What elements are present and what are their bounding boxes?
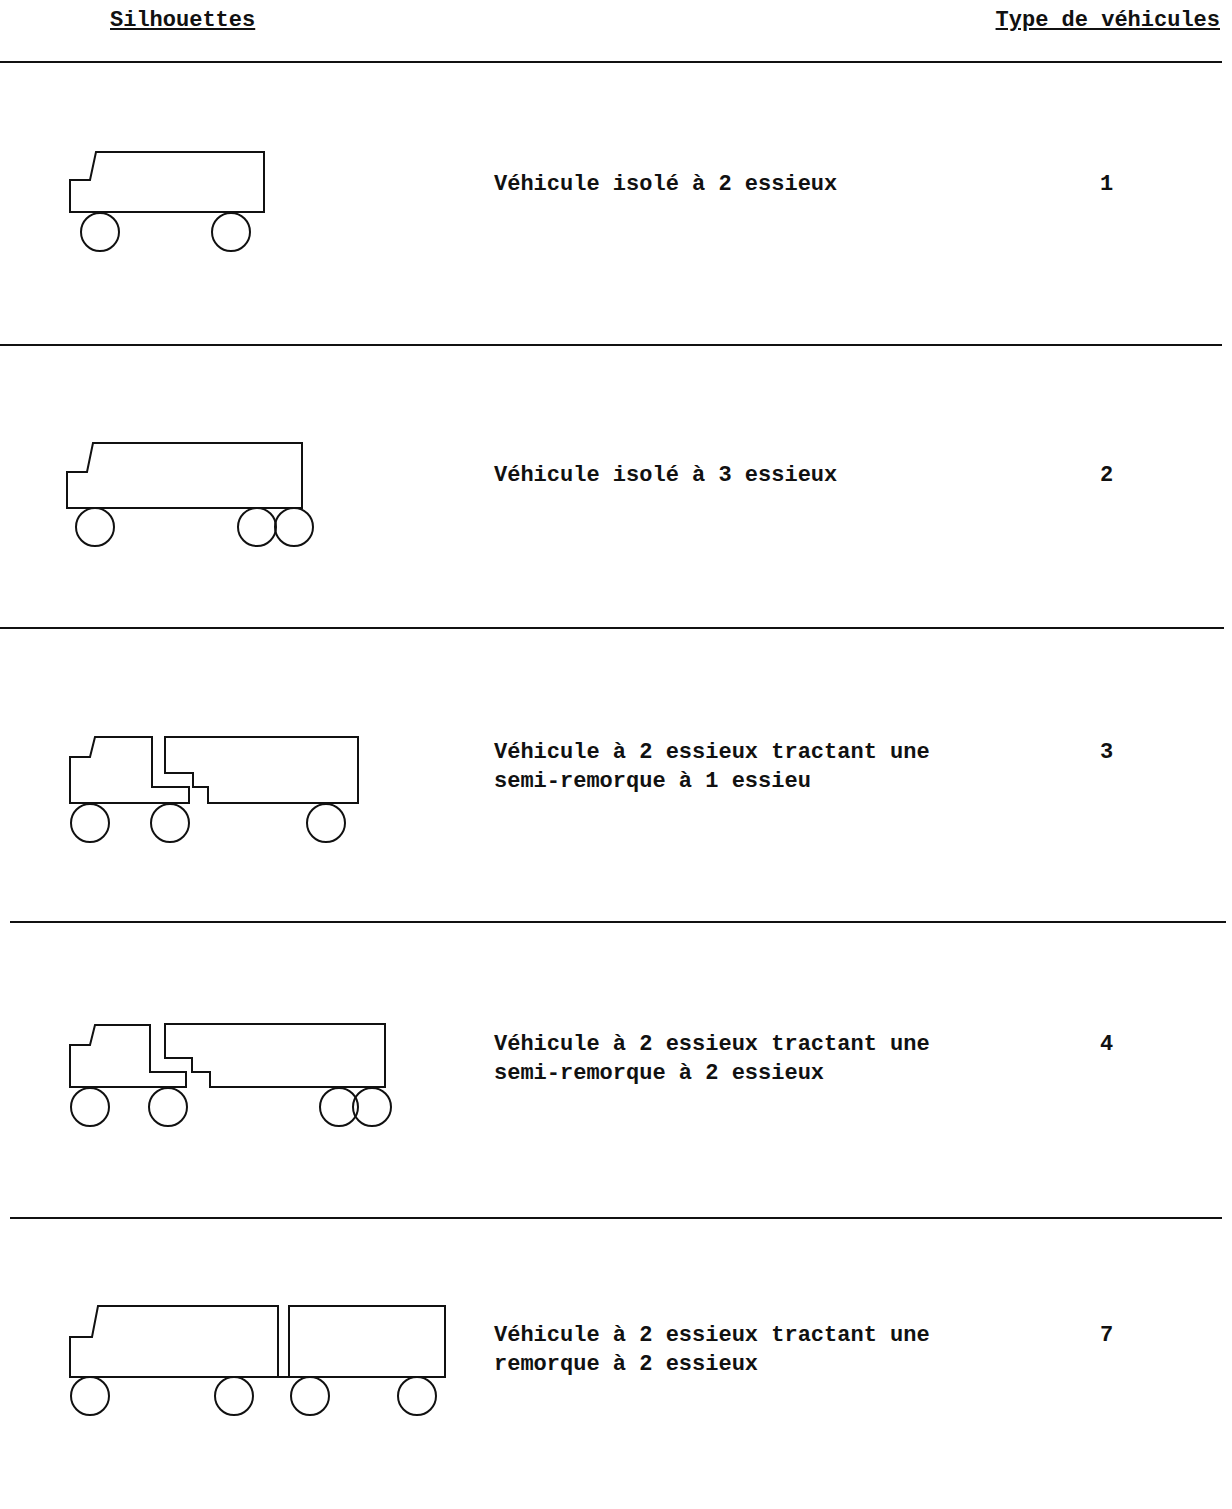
vehicle-description: Véhicule isolé à 3 essieux [494,461,964,490]
vehicle-description: Véhicule à 2 essieux tractant une semi-r… [494,1030,964,1088]
row-rule [0,61,1222,63]
vehicle-description: Véhicule à 2 essieux tractant une remorq… [494,1321,964,1379]
row-rule [10,1217,1222,1219]
row-rule [0,627,1224,629]
truck-2-axles [70,152,264,251]
column-header: Silhouettes [110,6,370,35]
row-rule [10,921,1226,923]
tractor-semitrailer-2-axles [70,1024,391,1126]
truck-3-axles [67,443,313,546]
row-rule [0,344,1222,346]
type-number: 7 [1100,1321,1160,1350]
type-number: 3 [1100,738,1160,767]
vehicle-description: Véhicule à 2 essieux tractant une semi-r… [494,738,964,796]
truck-with-trailer [70,1306,445,1415]
type-number: 1 [1100,170,1160,199]
vehicle-description: Véhicule isolé à 2 essieux [494,170,964,199]
tractor-semitrailer-1-axle [70,737,358,842]
type-number: 4 [1100,1030,1160,1059]
column-header: Type de véhicules [880,6,1220,35]
type-number: 2 [1100,461,1160,490]
